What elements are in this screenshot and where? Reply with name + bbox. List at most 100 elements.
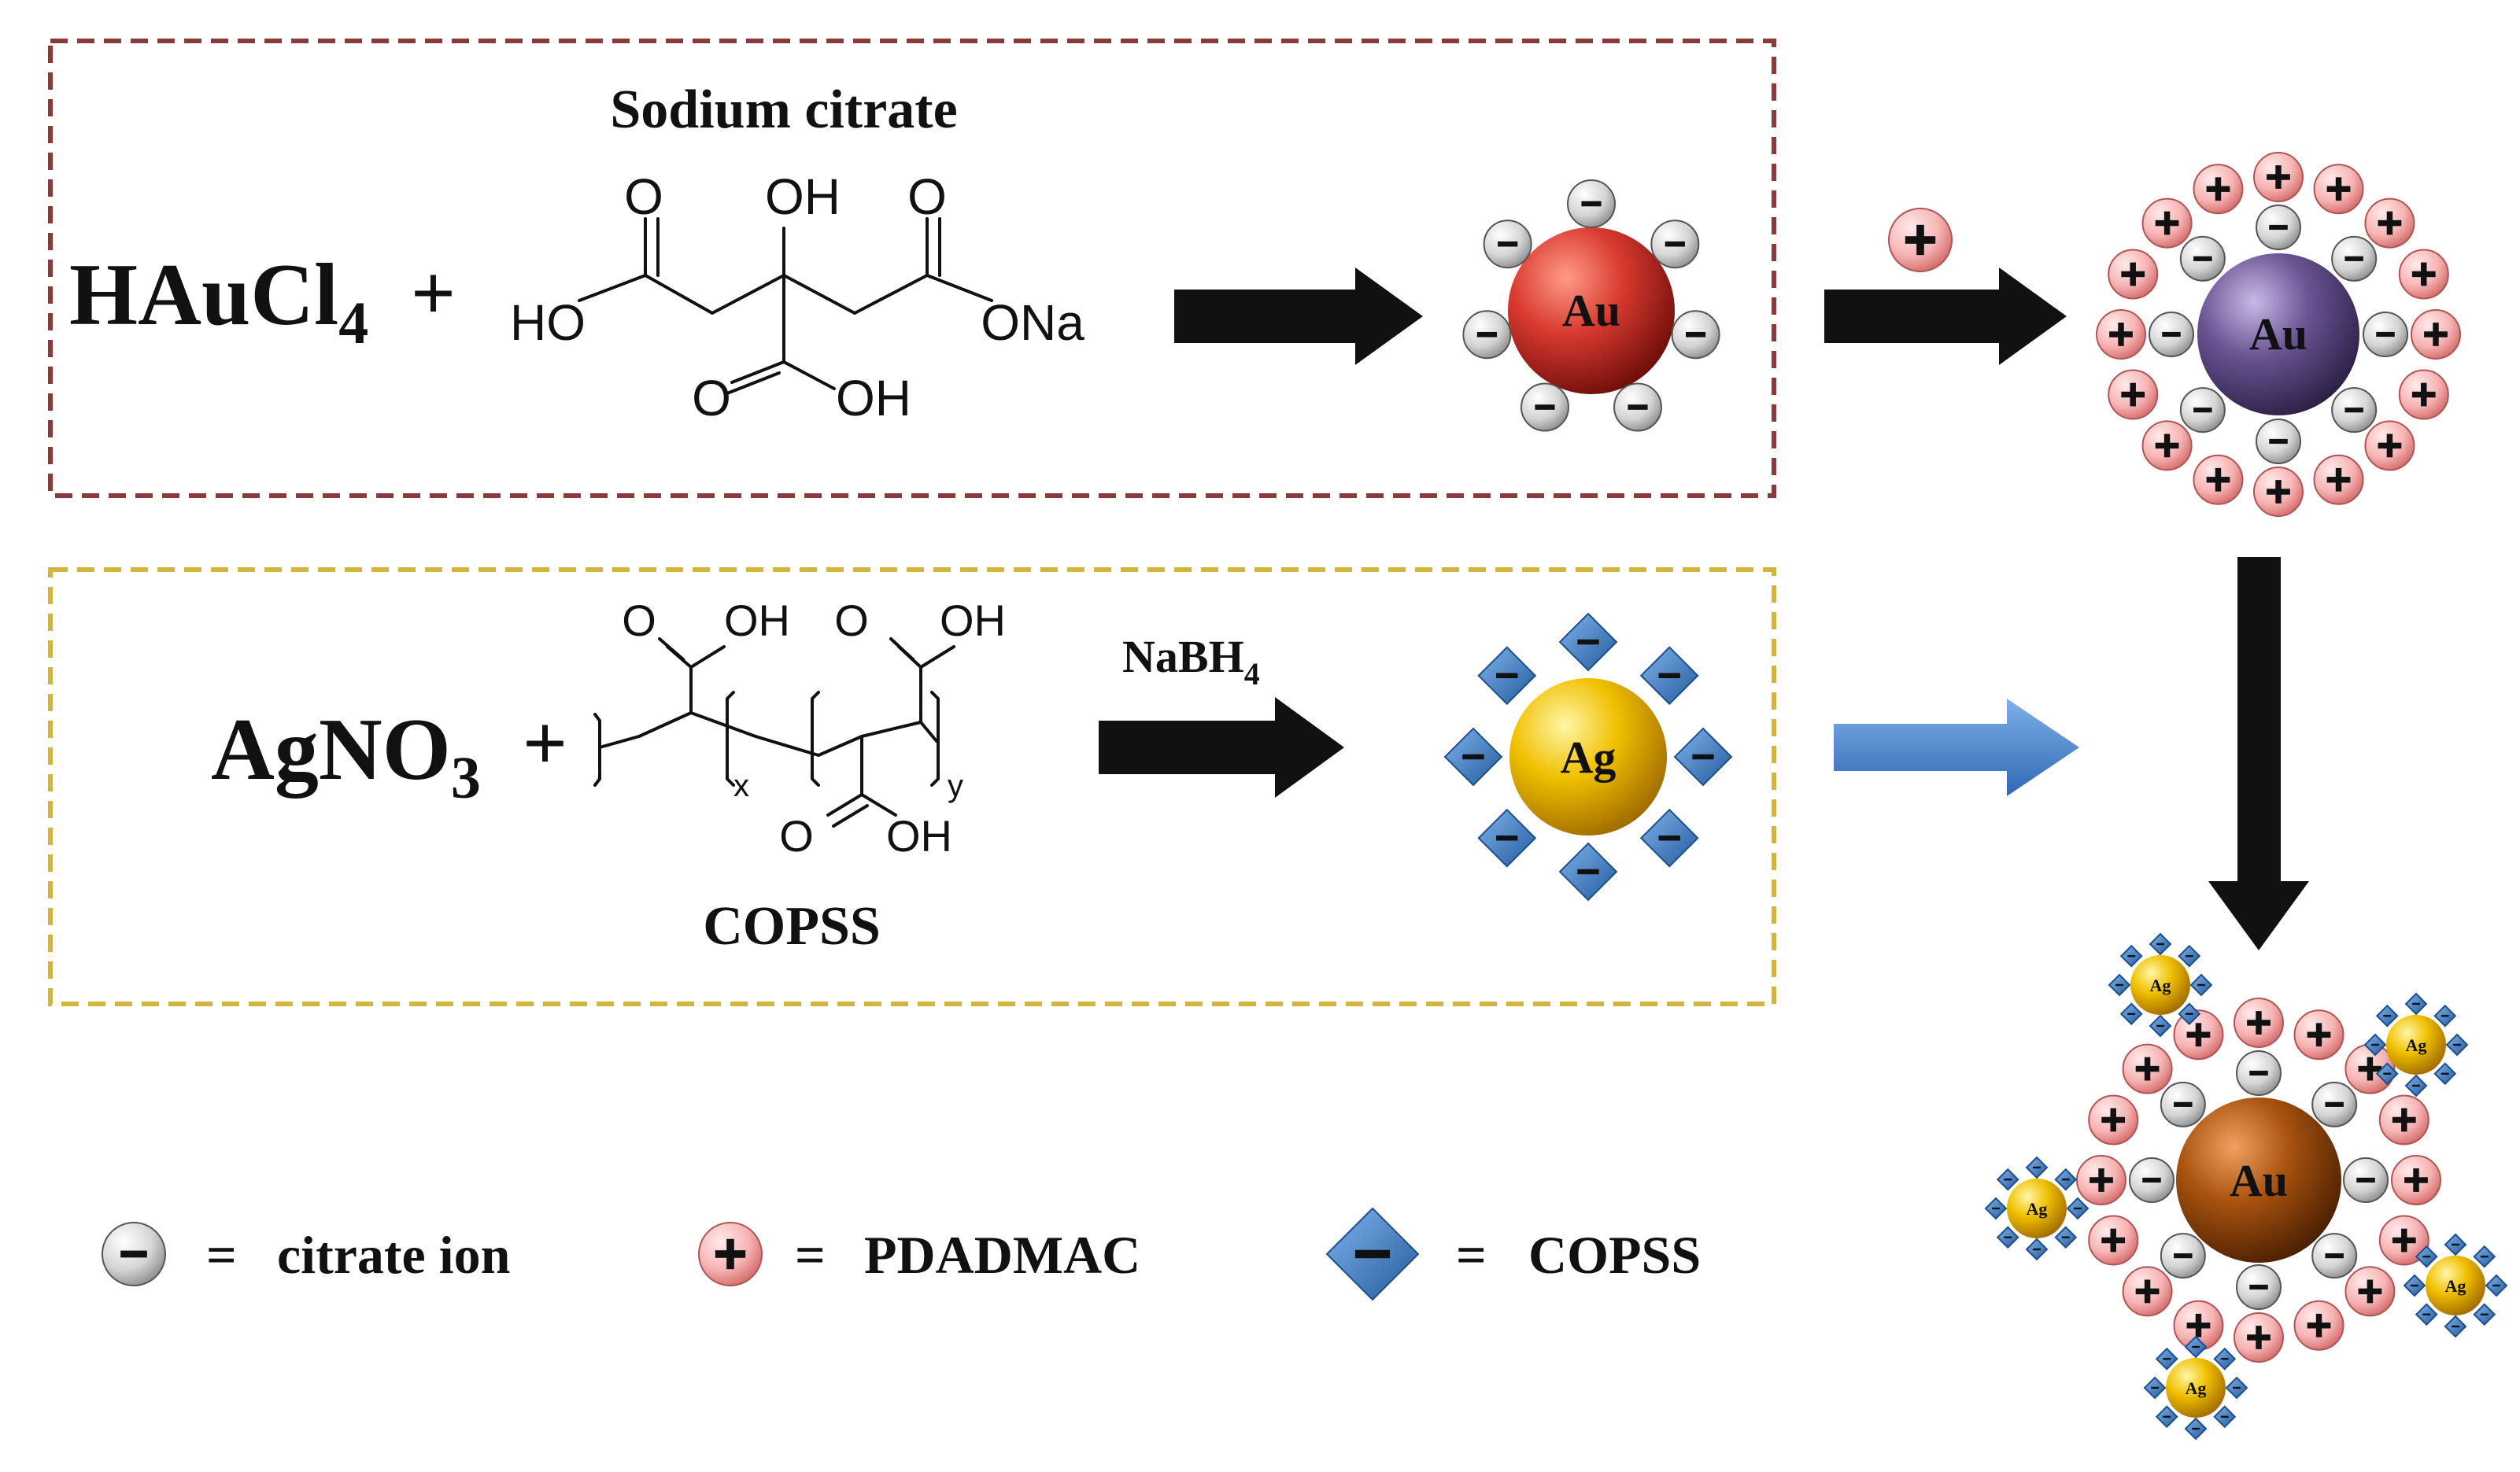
pdadmac-ion — [2141, 420, 2193, 471]
copss-unit — [2433, 1004, 2457, 1027]
silver-satellite-nanoparticle: Ag — [2403, 1233, 2508, 1338]
copss-unit — [2213, 1347, 2237, 1371]
arrow-pdadmac-coating — [1824, 267, 2067, 365]
svg-text:y: y — [948, 769, 963, 803]
copss-unit — [1558, 842, 1618, 902]
copss-unit — [2178, 944, 2201, 968]
copss-polymer-structure: O OH O OH O OH x y — [593, 596, 1006, 861]
copss-unit — [1639, 808, 1699, 868]
plus-sign-2: + — [523, 699, 567, 787]
citrate-ion — [1671, 310, 1720, 360]
svg-text:Ag: Ag — [2150, 976, 2171, 995]
citrate-ion — [2236, 1264, 2282, 1310]
copss-unit — [2473, 1245, 2496, 1268]
copss-unit — [2066, 1197, 2090, 1220]
pdadmac-reagent-icon — [1888, 208, 1953, 272]
legend-copss-unit — [1325, 1207, 1420, 1301]
copss-unit — [2155, 1405, 2178, 1429]
citrate-ion — [2311, 1081, 2358, 1127]
svg-text:Ag: Ag — [2445, 1276, 2466, 1296]
copss-unit — [1639, 646, 1699, 706]
svg-text:Ag: Ag — [1561, 732, 1617, 783]
citrate-ion — [2160, 1081, 2206, 1127]
arrow-citrate-reduction — [1174, 267, 1423, 365]
copss-unit — [2225, 1376, 2248, 1400]
copss-unit — [2189, 973, 2213, 997]
legend: = citrate ion = PDADMAC = COPSS — [102, 1207, 1701, 1301]
copss-unit — [2184, 1417, 2208, 1441]
legend-citrate-symbol — [102, 1222, 166, 1286]
copss-unit — [2184, 1335, 2208, 1359]
copss-capped-silver-nanoparticle: Ag — [1443, 612, 1733, 902]
pdadmac-ion — [2364, 420, 2415, 471]
pdadmac-coated-gold-nanoparticle: Au — [2096, 152, 2461, 517]
copss-unit — [2149, 1014, 2172, 1038]
svg-text:Ag: Ag — [2406, 1035, 2427, 1055]
citrate-ion — [2343, 1157, 2389, 1203]
copss-unit — [2445, 1033, 2469, 1057]
haucl4-formula: HAuCl4 — [69, 246, 368, 356]
svg-text:O: O — [692, 370, 731, 426]
silver-satellite-nanoparticle: Ag — [1984, 1156, 2090, 1261]
copss-unit — [1996, 1168, 2019, 1191]
pdadmac-ion — [2108, 369, 2159, 420]
svg-text:O: O — [834, 596, 869, 645]
svg-text:Ag: Ag — [2027, 1199, 2048, 1219]
copss-unit — [2363, 1033, 2387, 1057]
copss-unit — [2119, 944, 2143, 968]
silver-satellite-nanoparticle: Ag — [2108, 932, 2213, 1038]
copss-unit — [1477, 646, 1537, 706]
copss-unit — [1477, 808, 1537, 868]
copss-title: COPSS — [703, 896, 881, 957]
svg-text:Au: Au — [1562, 285, 1620, 336]
pdadmac-ion — [2193, 454, 2244, 505]
legend-copss-label: COPSS — [1528, 1225, 1701, 1285]
pdadmac-ion — [2234, 1312, 2284, 1363]
copss-unit — [2178, 1002, 2201, 1026]
copss-unit — [2404, 1074, 2428, 1098]
svg-text:=: = — [1456, 1225, 1487, 1285]
pdadmac-ion — [2293, 1009, 2344, 1061]
copss-unit — [2025, 1156, 2049, 1179]
citrate-ion — [2311, 1233, 2358, 1279]
arrow-nabh4-reduction — [1099, 697, 1344, 798]
pdadmac-ion — [2411, 309, 2461, 360]
pdadmac-ion — [2344, 1266, 2396, 1317]
citrate-capped-gold-nanoparticle: Au — [1462, 179, 1720, 432]
copss-unit — [1558, 612, 1618, 672]
pdadmac-ion — [2096, 309, 2146, 360]
legend-pdadmac-label: PDADMAC — [864, 1225, 1140, 1285]
citrate-ion — [2179, 235, 2226, 282]
arrow-assembly-down — [2208, 557, 2309, 950]
copss-unit — [2415, 1303, 2438, 1326]
pdadmac-ion — [2173, 1009, 2224, 1061]
copss-unit — [1673, 727, 1733, 787]
silver-satellite-nanoparticle: Ag — [2363, 992, 2469, 1098]
sodium-citrate-title: Sodium citrate — [610, 79, 957, 140]
pdadmac-ion — [2122, 1266, 2173, 1317]
agno3-formula: AgNO3 — [211, 701, 481, 811]
pdadmac-ion — [2122, 1043, 2173, 1094]
pdadmac-ion — [2313, 454, 2364, 505]
copss-unit — [2473, 1303, 2496, 1326]
svg-text:Au: Au — [2249, 308, 2308, 360]
svg-text:O: O — [624, 168, 663, 225]
pdadmac-ion — [2364, 197, 2415, 249]
citrate-ion — [1650, 220, 1700, 269]
citrate-ion — [1483, 220, 1532, 269]
svg-text:O: O — [622, 596, 656, 645]
pdadmac-ion — [2398, 369, 2449, 420]
svg-text:Ag: Ag — [2186, 1378, 2207, 1398]
citrate-ion — [1567, 179, 1616, 228]
citrate-ion — [2160, 1233, 2206, 1279]
citrate-ion — [1613, 382, 1663, 432]
citrate-ion — [2331, 387, 2378, 433]
copss-unit — [1984, 1197, 2008, 1220]
pdadmac-ion — [2088, 1215, 2139, 1266]
svg-text:ONa: ONa — [981, 294, 1084, 351]
copss-unit — [2149, 932, 2172, 956]
svg-text:O: O — [907, 168, 947, 225]
copss-unit — [2404, 992, 2428, 1016]
svg-text:=: = — [206, 1225, 237, 1285]
pdadmac-ion — [2108, 249, 2159, 300]
